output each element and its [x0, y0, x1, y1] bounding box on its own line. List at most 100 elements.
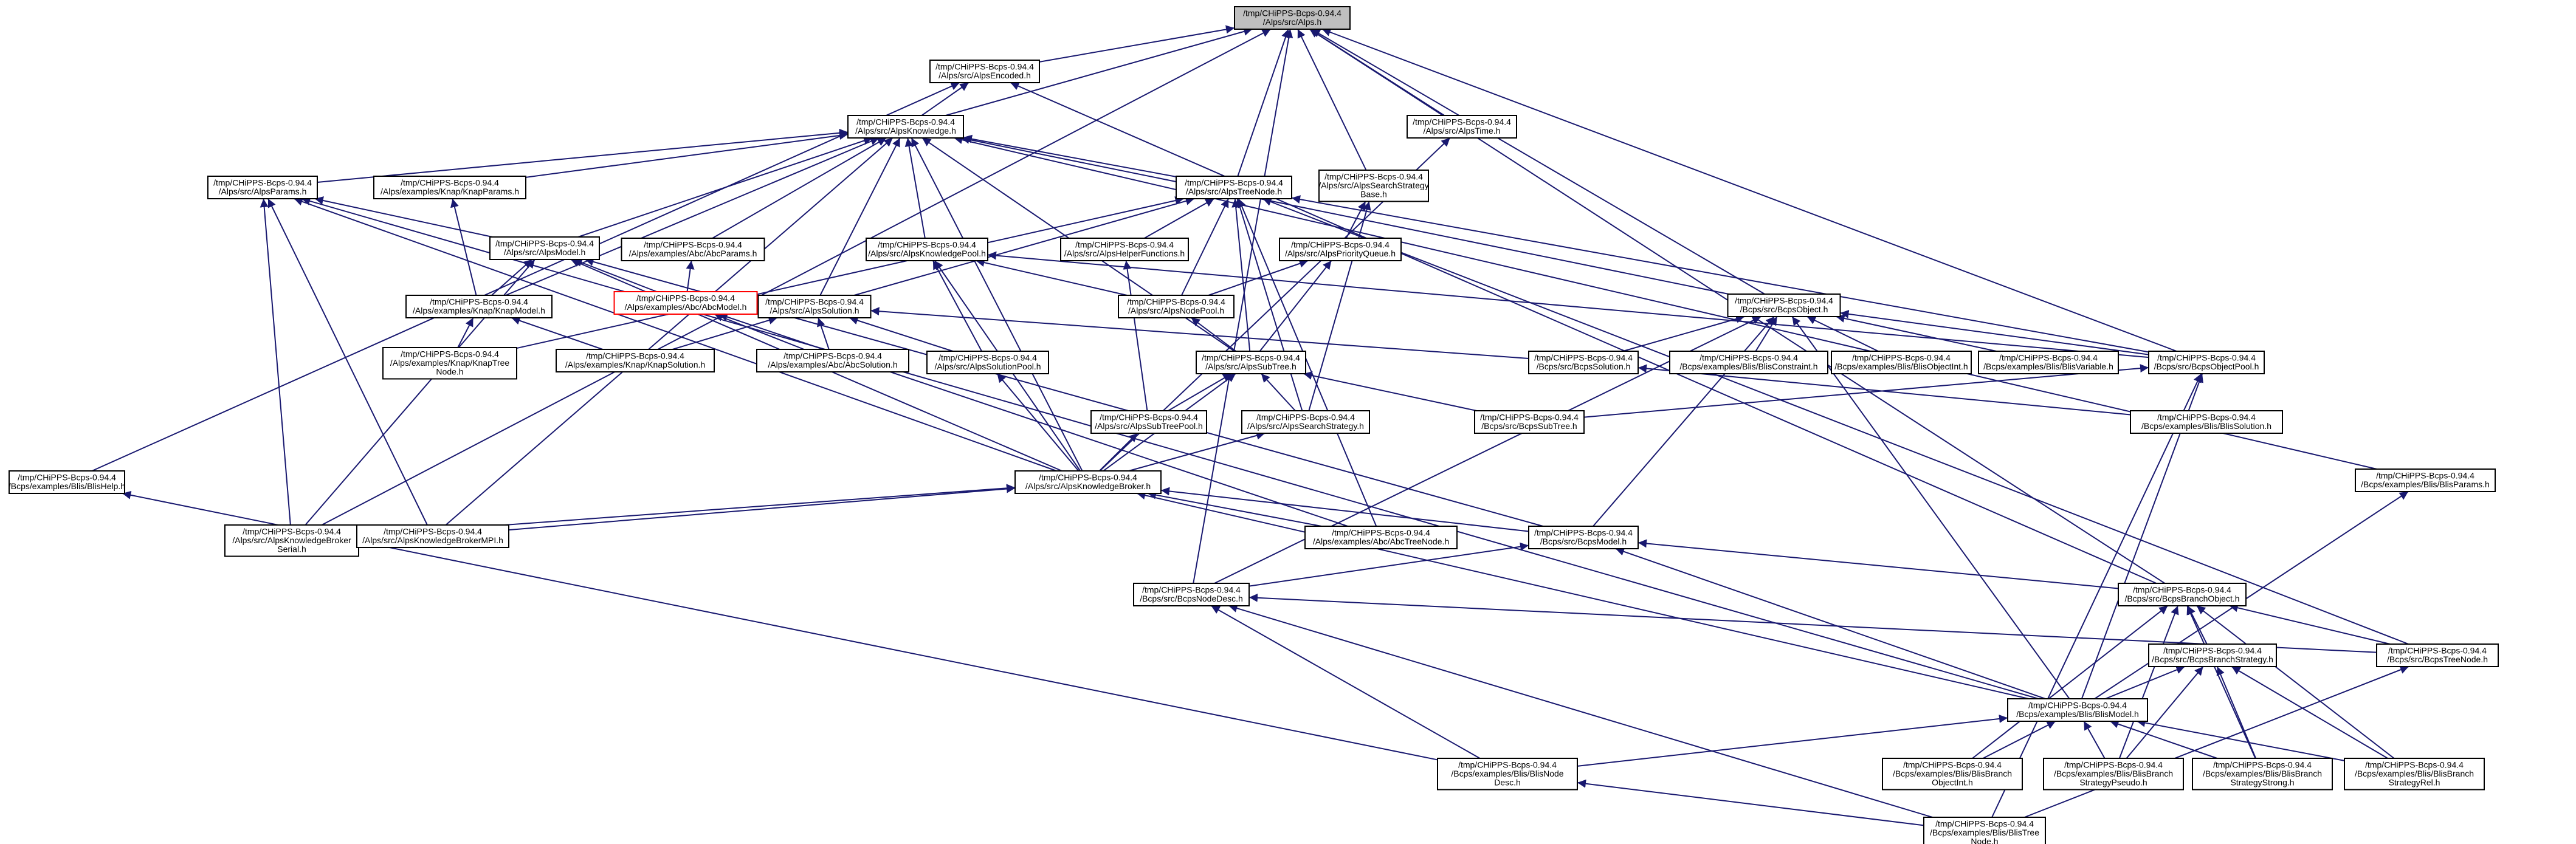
edge-alpssubtree-to-alpspriorityqueue	[1259, 260, 1332, 352]
node-alpsnodepool[interactable]: /tmp/CHiPPS-Bcps-0.94.4/Alps/src/AlpsNod…	[1118, 295, 1235, 318]
node-alpsparams[interactable]: /tmp/CHiPPS-Bcps-0.94.4/Alps/src/AlpsPar…	[207, 176, 318, 199]
node-knapsolution[interactable]: /tmp/CHiPPS-Bcps-0.94.4/Alps/examples/Kn…	[556, 349, 715, 372]
node-label-line: /tmp/CHiPPS-Bcps-0.94.4	[1185, 178, 1283, 188]
node-blisbsrel[interactable]: /tmp/CHiPPS-Bcps-0.94.4/Bcps/examples/Bl…	[2344, 758, 2485, 791]
node-bcpsobject[interactable]: /tmp/CHiPPS-Bcps-0.94.4/Bcps/src/BcpsObj…	[1727, 293, 1841, 317]
node-label-line: Serial.h	[277, 544, 306, 554]
edge-alpshelperfunctions-to-alpstreenode	[1144, 198, 1214, 239]
node-alpssearchstrategy[interactable]: /tmp/CHiPPS-Bcps-0.94.4/Alps/src/AlpsSea…	[1241, 410, 1370, 434]
edge-alpskbmpi-to-alpsknowledge	[445, 137, 894, 526]
node-bcpssolution[interactable]: /tmp/CHiPPS-Bcps-0.94.4/Bcps/src/BcpsSol…	[1528, 351, 1639, 374]
node-label-line: /tmp/CHiPPS-Bcps-0.94.4	[1852, 353, 1951, 363]
node-label-line: /Bcps/examples/Blis/BlisHelp.h	[9, 481, 125, 491]
edge-blishelp-to-alpsencoded	[91, 82, 960, 472]
node-box	[373, 176, 526, 199]
node-blisnodedesc[interactable]: /tmp/CHiPPS-Bcps-0.94.4/Bcps/examples/Bl…	[1437, 758, 1578, 791]
node-alpshelperfunctions[interactable]: /tmp/CHiPPS-Bcps-0.94.4/Alps/src/AlpsHel…	[1060, 238, 1189, 261]
node-label-line: /tmp/CHiPPS-Bcps-0.94.4	[1480, 413, 1579, 422]
edge-alpsknowledge-to-alps	[945, 27, 1253, 116]
node-alpsknowledge[interactable]: /tmp/CHiPPS-Bcps-0.94.4/Alps/src/AlpsKno…	[847, 115, 964, 139]
node-blisbspseudo[interactable]: /tmp/CHiPPS-Bcps-0.94.4/Bcps/examples/Bl…	[2043, 758, 2184, 791]
node-label-line: /tmp/CHiPPS-Bcps-0.94.4	[401, 349, 499, 359]
node-label-line: /tmp/CHiPPS-Bcps-0.94.4	[1202, 353, 1300, 363]
node-label-line: /tmp/CHiPPS-Bcps-0.94.4	[18, 473, 116, 482]
edge-alpsknowledgebroker-to-alpsparams	[294, 197, 1057, 472]
edge-alpsparams-to-alpsknowledge	[317, 128, 849, 183]
node-abcsolution[interactable]: /tmp/CHiPPS-Bcps-0.94.4/Alps/examples/Ab…	[756, 349, 909, 372]
node-blisparams[interactable]: /tmp/CHiPPS-Bcps-0.94.4/Bcps/examples/Bl…	[2355, 468, 2496, 492]
node-blisbsstrong[interactable]: /tmp/CHiPPS-Bcps-0.94.4/Bcps/examples/Bl…	[2192, 758, 2333, 791]
node-label-line: /Bcps/examples/Blis/BlisParams.h	[2361, 479, 2490, 489]
node-alpskbmpi[interactable]: /tmp/CHiPPS-Bcps-0.94.4/Alps/src/AlpsKno…	[356, 524, 509, 548]
node-alpstime[interactable]: /tmp/CHiPPS-Bcps-0.94.4/Alps/src/AlpsTim…	[1407, 115, 1517, 139]
node-knaptreenode[interactable]: /tmp/CHiPPS-Bcps-0.94.4/Alps/examples/Kn…	[382, 347, 517, 380]
node-box	[1241, 410, 1370, 434]
node-label-line: /tmp/CHiPPS-Bcps-0.94.4	[1100, 413, 1198, 422]
node-alpsmodel[interactable]: /tmp/CHiPPS-Bcps-0.94.4/Alps/src/AlpsMod…	[489, 236, 600, 260]
edge-knaptreenode-to-alpstreenode	[516, 196, 1184, 349]
node-alpskbserial[interactable]: /tmp/CHiPPS-Bcps-0.94.4/Alps/src/AlpsKno…	[224, 524, 359, 557]
edge-alpstreenode-to-alpsknowledge	[963, 134, 1177, 177]
node-box	[2192, 758, 2333, 791]
node-alpssearchstrategybase[interactable]: /tmp/CHiPPS-Bcps-0.94.4/Alps/src/AlpsSea…	[1318, 170, 1429, 202]
node-bcpsobjectpool[interactable]: /tmp/CHiPPS-Bcps-0.94.4/Bcps/src/BcpsObj…	[2148, 351, 2265, 374]
node-label-line: /Alps/src/AlpsSolution.h	[770, 306, 859, 315]
node-alpssolutionpool[interactable]: /tmp/CHiPPS-Bcps-0.94.4/Alps/src/AlpsSol…	[926, 351, 1049, 374]
node-alpssolution[interactable]: /tmp/CHiPPS-Bcps-0.94.4/Alps/src/AlpsSol…	[757, 295, 872, 318]
node-box	[847, 115, 964, 139]
node-label-line: /tmp/CHiPPS-Bcps-0.94.4	[1039, 473, 1137, 482]
node-label-line: /tmp/CHiPPS-Bcps-0.94.4	[2163, 646, 2262, 656]
edge-bcpssolution-to-bcpsobject	[1622, 315, 1745, 352]
node-blisbsobjectint[interactable]: /tmp/CHiPPS-Bcps-0.94.4/Bcps/examples/Bl…	[1882, 758, 2023, 791]
node-bcpsbranchstrategy[interactable]: /tmp/CHiPPS-Bcps-0.94.4/Bcps/src/BcpsBra…	[2148, 643, 2277, 667]
node-box	[929, 60, 1040, 83]
node-bcpsbranchobject[interactable]: /tmp/CHiPPS-Bcps-0.94.4/Bcps/src/BcpsBra…	[2118, 583, 2247, 606]
edge-bcpsobjectpool-to-bcpsobject	[1840, 309, 2149, 355]
node-alpssubtreepool[interactable]: /tmp/CHiPPS-Bcps-0.94.4/Alps/src/AlpsSub…	[1090, 410, 1207, 434]
node-bcpstreenode[interactable]: /tmp/CHiPPS-Bcps-0.94.4/Bcps/src/BcpsTre…	[2376, 643, 2499, 667]
node-alpsknowledgebroker[interactable]: /tmp/CHiPPS-Bcps-0.94.4/Alps/src/AlpsKno…	[1014, 470, 1162, 494]
node-bcpssubtree[interactable]: /tmp/CHiPPS-Bcps-0.94.4/Bcps/src/BcpsSub…	[1474, 410, 1585, 434]
node-label-line: /Alps/examples/Abc/AbcParams.h	[629, 249, 757, 258]
node-blisobjectint[interactable]: /tmp/CHiPPS-Bcps-0.94.4/Bcps/examples/Bl…	[1831, 351, 1972, 374]
node-label-line: /tmp/CHiPPS-Bcps-0.94.4	[636, 293, 735, 303]
dependency-nodes: /tmp/CHiPPS-Bcps-0.94.4/Alps/src/Alps.h/…	[9, 6, 2499, 844]
node-blismodel[interactable]: /tmp/CHiPPS-Bcps-0.94.4/Bcps/examples/Bl…	[2007, 698, 2148, 722]
node-label-line: /tmp/CHiPPS-Bcps-0.94.4	[586, 351, 684, 361]
node-box	[1318, 170, 1429, 202]
node-label-line: /Bcps/examples/Blis/BlisSolution.h	[2141, 421, 2271, 431]
node-box	[1133, 583, 1250, 606]
node-knapmodel[interactable]: /tmp/CHiPPS-Bcps-0.94.4/Alps/examples/Kn…	[405, 295, 553, 318]
node-alpsknowledgepool[interactable]: /tmp/CHiPPS-Bcps-0.94.4/Alps/src/AlpsKno…	[866, 238, 988, 261]
node-blissolution[interactable]: /tmp/CHiPPS-Bcps-0.94.4/Bcps/examples/Bl…	[2130, 410, 2283, 434]
node-blishelp[interactable]: /tmp/CHiPPS-Bcps-0.94.4/Bcps/examples/Bl…	[9, 470, 125, 494]
edge-abcsolution-to-alpssolution	[817, 317, 830, 350]
node-label-line: /Bcps/examples/Blis/BlisModel.h	[2016, 709, 2139, 719]
node-alpssubtree[interactable]: /tmp/CHiPPS-Bcps-0.94.4/Alps/src/AlpsSub…	[1196, 351, 1306, 374]
node-bcpsnodedesc[interactable]: /tmp/CHiPPS-Bcps-0.94.4/Bcps/src/BcpsNod…	[1133, 583, 1250, 606]
edge-alpssearchstrategy-to-alpssearchstrategybase	[1308, 201, 1371, 411]
node-bcpsmodel[interactable]: /tmp/CHiPPS-Bcps-0.94.4/Bcps/src/BcpsMod…	[1528, 526, 1639, 549]
node-blisvariable[interactable]: /tmp/CHiPPS-Bcps-0.94.4/Bcps/examples/Bl…	[1978, 351, 2119, 374]
node-blistreenode[interactable]: /tmp/CHiPPS-Bcps-0.94.4/Bcps/examples/Bl…	[1923, 817, 2046, 844]
node-label-line: /Bcps/examples/Blis/BlisBranch	[1893, 769, 2012, 778]
node-alpstreenode[interactable]: /tmp/CHiPPS-Bcps-0.94.4/Alps/src/AlpsTre…	[1176, 176, 1292, 199]
node-label-line: /Bcps/examples/Blis/BlisBranch	[2355, 769, 2474, 778]
node-label-line: StrategyRel.h	[2389, 778, 2440, 787]
node-abctreenode[interactable]: /tmp/CHiPPS-Bcps-0.94.4/Alps/examples/Ab…	[1304, 526, 1458, 549]
node-label-line: /Alps/src/AlpsParams.h	[219, 187, 307, 196]
node-knapparams[interactable]: /tmp/CHiPPS-Bcps-0.94.4/Alps/examples/Kn…	[373, 176, 526, 199]
node-label-line: /Bcps/src/BcpsSubTree.h	[1481, 421, 1577, 431]
edge-knapparams-to-alpsknowledge	[525, 131, 849, 178]
node-label-line: /Alps/src/AlpsPriorityQueue.h	[1285, 249, 1396, 258]
edge-bcpsmodel-to-bcpsobject	[1593, 316, 1775, 527]
node-alpsencoded[interactable]: /tmp/CHiPPS-Bcps-0.94.4/Alps/src/AlpsEnc…	[929, 60, 1040, 83]
node-label-line: /tmp/CHiPPS-Bcps-0.94.4	[2365, 760, 2464, 770]
node-alpspriorityqueue[interactable]: /tmp/CHiPPS-Bcps-0.94.4/Alps/src/AlpsPri…	[1279, 238, 1402, 261]
node-abcparams[interactable]: /tmp/CHiPPS-Bcps-0.94.4/Alps/examples/Ab…	[621, 238, 765, 261]
edge-alpskbmpi-to-alpsknowledgebroker	[508, 484, 1016, 531]
node-box	[1978, 351, 2119, 374]
node-box	[621, 238, 765, 261]
node-abcmodel[interactable]: /tmp/CHiPPS-Bcps-0.94.4/Alps/examples/Ab…	[613, 291, 758, 315]
node-blisconstraint[interactable]: /tmp/CHiPPS-Bcps-0.94.4/Bcps/examples/Bl…	[1669, 351, 1828, 374]
